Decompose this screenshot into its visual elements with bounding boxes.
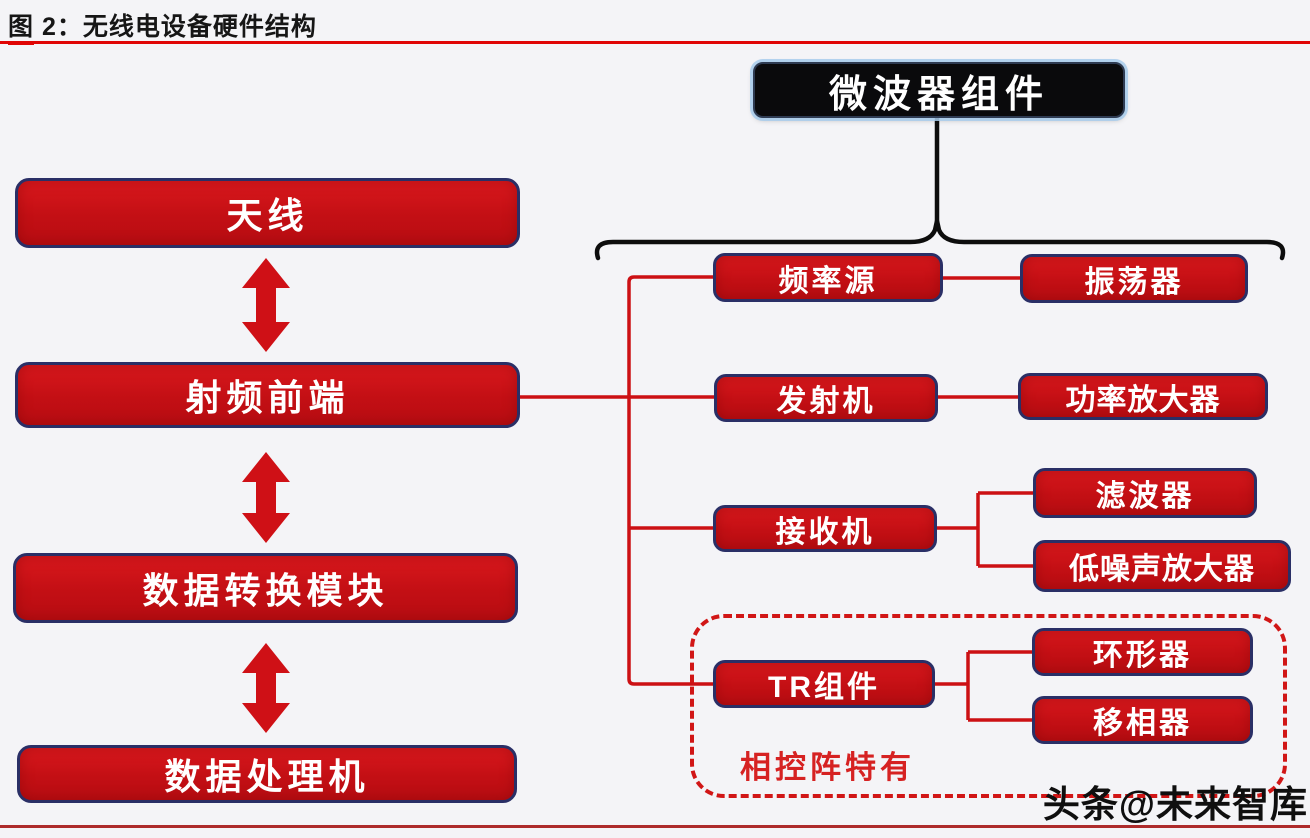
box-data-processor: 数据处理机 xyxy=(17,745,517,803)
figure-title-underlined-char: 图 xyxy=(8,13,35,45)
box-low-noise-amplifier: 低噪声放大器 xyxy=(1033,540,1291,592)
left-column-arrows xyxy=(242,258,290,733)
box-phase-shifter: 移相器 xyxy=(1032,696,1253,744)
box-transmitter: 发射机 xyxy=(714,374,938,422)
double-arrow-icon xyxy=(242,452,290,543)
watermark: 头条@未来智库 xyxy=(1042,784,1308,825)
box-data-conversion-module: 数据转换模块 xyxy=(13,553,518,623)
figure-title-text: 2：无线电设备硬件结构 xyxy=(34,13,317,41)
box-antenna: 天线 xyxy=(15,178,520,248)
box-frequency-source: 频率源 xyxy=(713,253,943,302)
bottom-rule xyxy=(0,825,1310,828)
top-rule xyxy=(0,41,1310,44)
double-arrow-icon xyxy=(242,258,290,352)
phased-array-note: 相控阵特有 xyxy=(740,750,915,785)
box-power-amplifier: 功率放大器 xyxy=(1018,373,1268,420)
box-circulator: 环形器 xyxy=(1032,628,1253,676)
box-oscillator: 振荡器 xyxy=(1020,254,1248,303)
figure-title: 图 2：无线电设备硬件结构 xyxy=(8,7,317,45)
phased-array-group-outline xyxy=(690,614,1287,798)
double-arrow-icon xyxy=(242,643,290,733)
brace-icon xyxy=(594,220,1286,261)
microwave-components-header: 微波器组件 xyxy=(753,62,1125,118)
box-filter: 滤波器 xyxy=(1033,468,1257,518)
box-receiver: 接收机 xyxy=(713,505,937,552)
box-rf-frontend: 射频前端 xyxy=(15,362,520,428)
box-tr-module: TR组件 xyxy=(713,660,935,708)
